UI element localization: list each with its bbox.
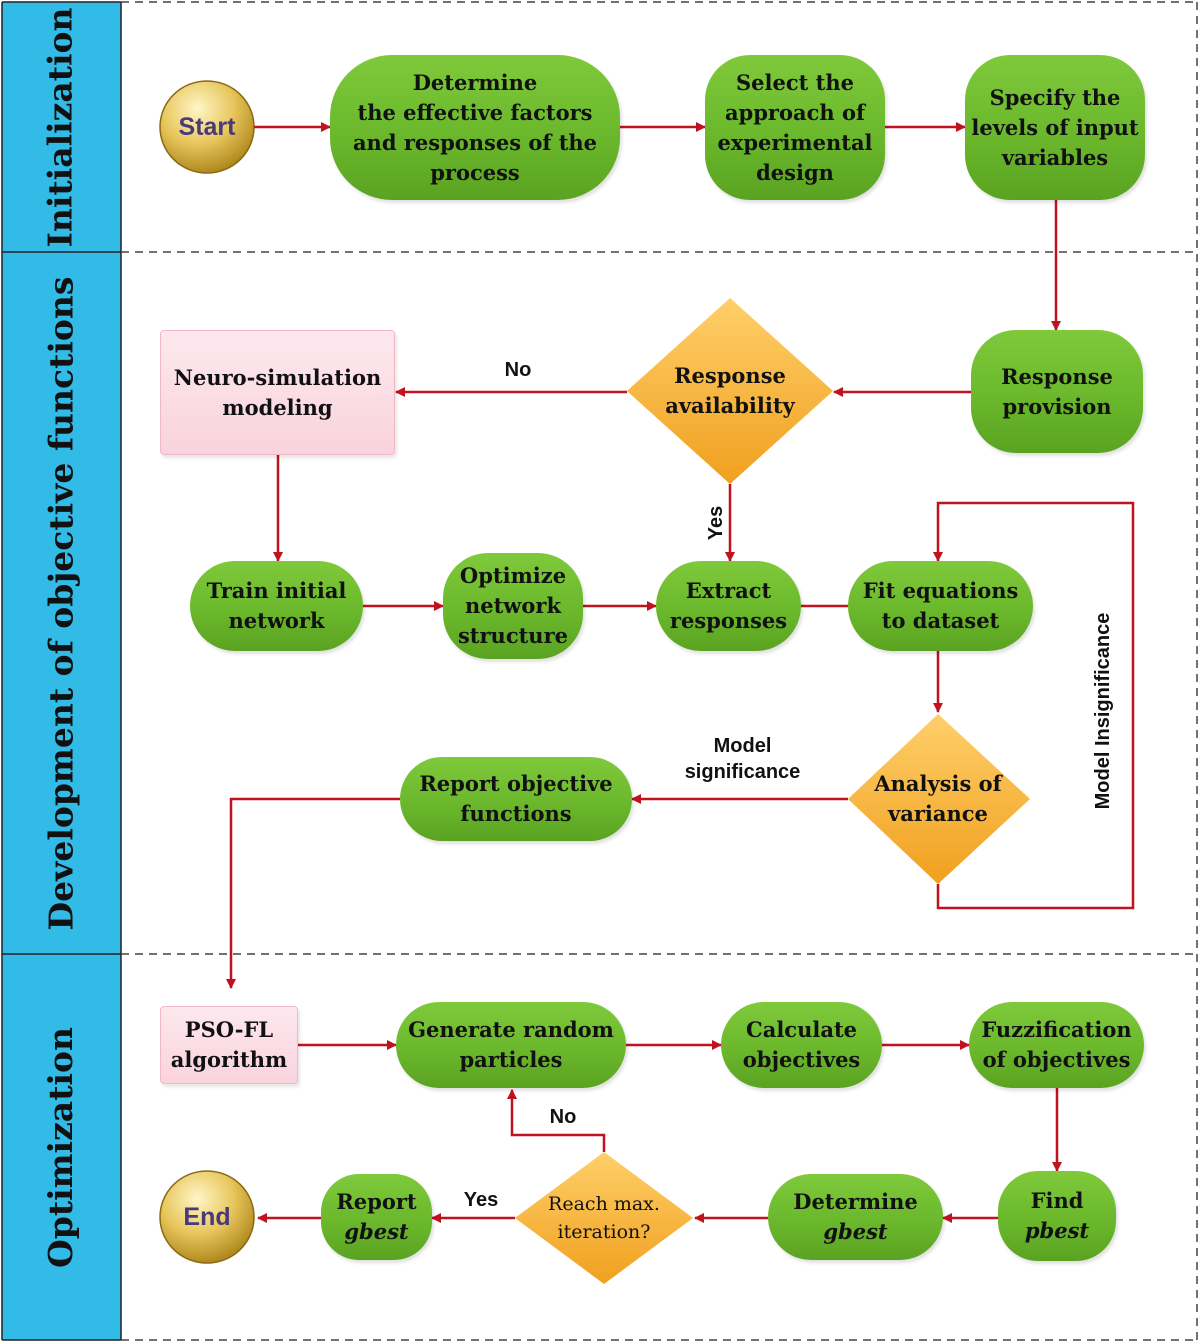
label-analysis-of-variance: Analysis of variance [874, 771, 1002, 826]
node-report-gbest: Report gbest [321, 1174, 432, 1260]
node-determine-factors: Determine the effective factors and resp… [330, 55, 620, 200]
edge-label-yes-response: Yes [705, 505, 727, 541]
label-reach-max-iteration: Reach max. iteration? [548, 1193, 660, 1243]
node-extract-responses: Extract responses [656, 561, 801, 651]
arrow-report-to-pso [226, 797, 400, 989]
edge-label-model-insignificance: Model Insignificance [1092, 612, 1114, 810]
arrow-model-insignificance-loop [933, 501, 1135, 910]
node-response-provision: Response provision [971, 330, 1143, 453]
edge-label-no-iteration: No [549, 1106, 577, 1128]
node-optimize-structure: Optimize network structure [443, 553, 583, 659]
lane-header-column [2, 2, 121, 1340]
node-pso-fl: PSO-FL algorithm [160, 1006, 298, 1084]
node-select-approach: Select the approach of experimental desi… [705, 55, 885, 200]
end-label: End [183, 1202, 231, 1231]
node-calculate-objectives: Calculate objectives [721, 1002, 882, 1088]
node-fuzzification: Fuzzification of objectives [969, 1002, 1144, 1088]
edge-label-yes-iteration: Yes [463, 1189, 499, 1211]
edge-label-no-response: No [504, 359, 532, 381]
start-label: Start [178, 112, 236, 141]
decision-analysis-of-variance [848, 714, 1030, 884]
node-specify-levels: Specify the levels of input variables [965, 55, 1145, 200]
end-terminal [159, 1170, 255, 1264]
node-determine-gbest: Determine gbest [768, 1174, 943, 1260]
label-response-availability: Response availability [665, 363, 795, 418]
decision-response-availability [627, 298, 833, 484]
node-report-objectives: Report objective functions [400, 757, 632, 841]
decision-reach-max-iteration [515, 1152, 693, 1284]
node-train-network: Train initial network [190, 561, 363, 651]
node-neuro-simulation: Neuro-simulation modeling [160, 330, 395, 455]
node-fit-equations: Fit equations to dataset [848, 561, 1033, 651]
edge-label-model-significance: Model significance [684, 735, 801, 783]
node-generate-particles: Generate random particles [396, 1002, 626, 1088]
arrow-reach-no-loop [507, 1089, 606, 1152]
node-find-pbest: Find pbest [998, 1171, 1116, 1261]
